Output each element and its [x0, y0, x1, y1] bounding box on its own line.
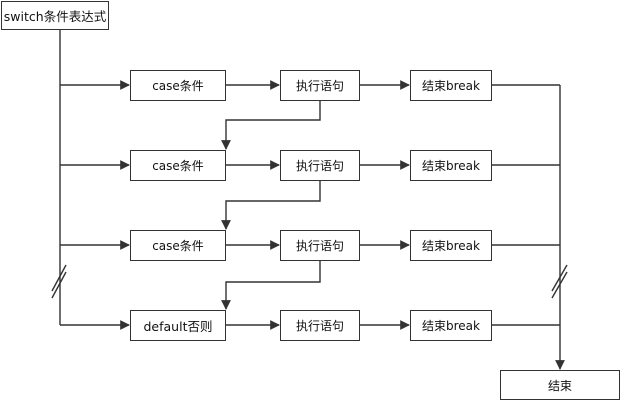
end-label: 结束	[547, 378, 572, 393]
statement-node: 执行语句	[280, 310, 360, 341]
break-label: 结束break	[422, 239, 480, 253]
break-node: 结束break	[410, 230, 492, 261]
break-node: 结束break	[410, 70, 492, 101]
end-node: 结束	[500, 370, 620, 400]
statement-node: 执行语句	[280, 150, 360, 181]
switch-expression-label: switch条件表达式	[3, 9, 107, 24]
statement-node: 执行语句	[280, 70, 360, 101]
trunk-break-mark	[51, 271, 67, 299]
trunk-break-mark	[51, 264, 67, 292]
break-label: 结束break	[422, 79, 480, 93]
rail-break-mark	[551, 271, 568, 299]
break-node: 结束break	[410, 150, 492, 181]
case-label: case条件	[152, 79, 204, 93]
statement-node: 执行语句	[280, 230, 360, 261]
case-node: case条件	[130, 150, 226, 181]
break-label: 结束break	[422, 319, 480, 333]
case-node: case条件	[130, 230, 226, 261]
case-label: case条件	[152, 239, 204, 253]
switch-expression-node: switch条件表达式	[1, 1, 109, 30]
default-node: default否则	[130, 310, 226, 341]
statement-label: 执行语句	[295, 239, 344, 253]
default-label: default否则	[143, 319, 213, 334]
rail-break-mark	[551, 264, 568, 292]
edge-fallthrough-1	[221, 101, 321, 150]
statement-label: 执行语句	[295, 79, 344, 93]
break-label: 结束break	[422, 159, 480, 173]
case-label: case条件	[152, 159, 204, 173]
statement-label: 执行语句	[295, 319, 344, 333]
statement-label: 执行语句	[295, 159, 344, 173]
edge-fallthrough-2	[221, 181, 321, 230]
break-node: 结束break	[410, 310, 492, 341]
edge-fallthrough-3	[221, 261, 321, 310]
case-node: case条件	[130, 70, 226, 101]
